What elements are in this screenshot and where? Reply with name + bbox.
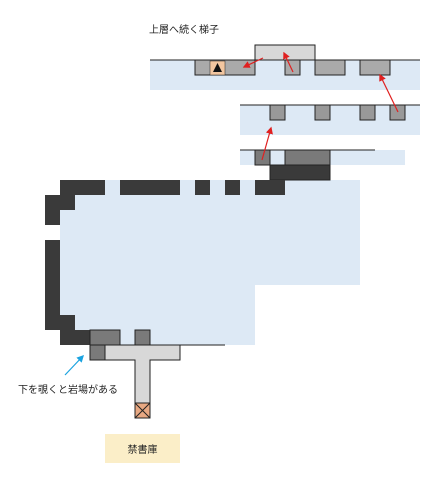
rock-note-label: 下を覗くと岩場がある [18,385,118,396]
crate-cross [134,402,151,419]
red-arrow [242,57,264,68]
arrows [64,51,399,376]
stair-wall [269,164,331,181]
library-label: 禁書庫 [127,445,158,456]
wall-segment [195,180,210,195]
blue-arrow [64,354,84,376]
wall-segment [255,180,285,195]
corridor-wall [134,329,151,346]
red-arrow [379,73,399,113]
stair-wall [284,149,331,166]
red-arrow [261,126,273,161]
upper-corridor [254,44,316,61]
left-wall [45,240,90,345]
upper-ladder-label: 上層へ続く梯子 [149,25,219,36]
main-floor [45,149,405,419]
corridor-wall [89,344,106,361]
wall-segment [225,180,240,195]
wall-segment [120,180,180,195]
outer-wall [45,180,105,225]
second-pillar [314,104,331,121]
library-room[interactable]: 禁書庫 [105,434,180,463]
second-pillar [389,104,406,121]
second-pillar [269,104,286,121]
upper-pillar [284,59,301,76]
second-floor [240,104,420,135]
red-arrow [283,51,294,73]
main-floor-area [60,180,360,345]
corridor [104,344,181,406]
ladder-up-triangle-icon [213,63,222,72]
second-pillar [359,104,376,121]
corridor-wall [89,329,121,346]
upper-pillar [314,59,346,76]
upper-floor [150,44,420,90]
upper-pillar [359,59,391,76]
